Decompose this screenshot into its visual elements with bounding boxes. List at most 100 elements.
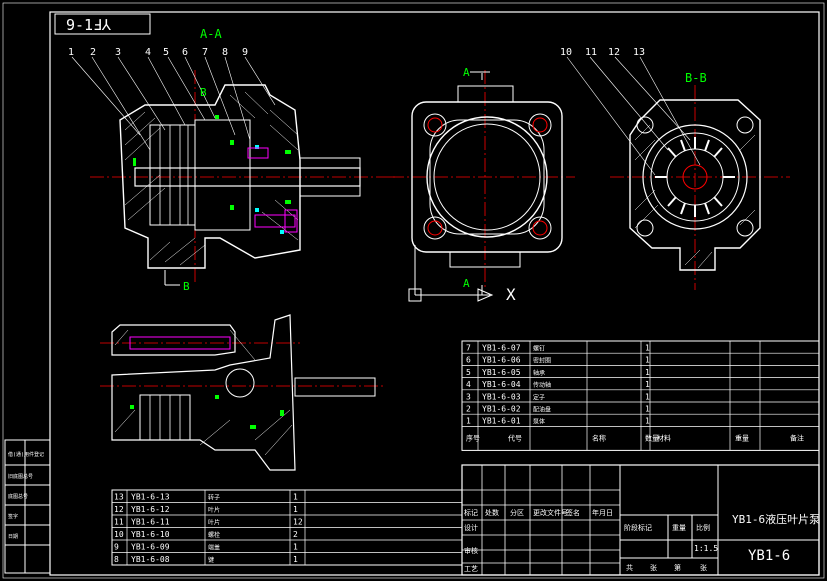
title-block-stage-label: 阶段标记 <box>624 523 652 532</box>
parts-upper-header-cell: 材料 <box>657 433 671 442</box>
parts-lower-row-name: 螺栓 <box>208 531 220 539</box>
parts-upper-row-name: 传动轴 <box>533 381 551 389</box>
parts-lower-row-qty: 1 <box>293 493 298 502</box>
parts-upper-row-code: YB1-6-05 <box>482 368 521 377</box>
section-b-top: B <box>200 86 207 99</box>
parts-upper-row-name: 配油盘 <box>533 406 551 414</box>
parts-upper-row-no: 5 <box>466 368 471 377</box>
parts-lower-row-name: 叶片 <box>208 519 220 527</box>
parts-upper-row-code: YB1-6-02 <box>482 405 521 414</box>
parts-lower-row-qty: 1 <box>293 505 298 514</box>
parts-upper-header-cell: 重量 <box>735 434 749 442</box>
corner-code-text: 9-1Ⅎ⅄ <box>66 16 112 34</box>
parts-lower-row-name: 叶片 <box>208 506 220 514</box>
parts-upper-header-cell: 名称 <box>592 433 606 442</box>
title-block-name: YB1-6液压叶片泵 <box>732 512 820 526</box>
left-balloon-labels: 1 2 3 4 5 6 7 8 9 <box>68 47 248 58</box>
parts-lower-row-code: YB1-6-08 <box>131 555 170 564</box>
parts-upper-row-qty: 1 <box>645 405 650 414</box>
parts-lower-row-qty: 12 <box>293 518 303 527</box>
title-block-scale-label: 比例 <box>696 523 710 532</box>
title-block-sheet-unit1: 张 <box>650 563 657 572</box>
title-block-weight-label: 重量 <box>672 524 686 532</box>
corner-code-box <box>54 13 151 35</box>
balloon-1: 1 <box>68 47 74 58</box>
section-bb-label: B-B <box>685 71 707 85</box>
parts-upper-row-no: 6 <box>466 356 471 365</box>
balloon-13: 13 <box>633 47 645 58</box>
parts-upper-row-qty: 1 <box>645 344 650 353</box>
parts-lower-row-code: YB1-6-10 <box>131 530 170 539</box>
parts-upper-row-name: 泵体 <box>533 418 545 426</box>
parts-lower-row-name: 转子 <box>208 494 220 502</box>
parts-upper-header-cell: 序号 <box>466 433 480 442</box>
left-margin-strip <box>4 439 51 574</box>
parts-upper-row-name: 定子 <box>533 393 545 401</box>
left-strip-label: 底图总号 <box>8 493 28 500</box>
left-section-view <box>71 56 395 285</box>
parts-upper-row-code: YB1-6-06 <box>482 356 521 365</box>
right-balloon-labels: 10 11 12 13 <box>560 47 645 58</box>
parts-upper-row-code: YB1-6-01 <box>482 417 521 426</box>
parts-lower-row-name: 键 <box>208 556 214 564</box>
title-block-drawing-no: YB1-6 <box>748 548 790 564</box>
parts-lower-row-no: 9 <box>114 543 119 552</box>
parts-upper-row-no: 4 <box>466 380 471 389</box>
parts-upper-row-no: 2 <box>466 405 471 414</box>
parts-lower-row-no: 12 <box>114 505 124 514</box>
balloon-9: 9 <box>242 47 248 58</box>
parts-upper-row-no: 7 <box>466 344 471 353</box>
title-block-label-design: 设计 <box>464 523 478 532</box>
parts-lower-row-qty: 1 <box>293 555 298 564</box>
parts-lower-row-code: YB1-6-12 <box>131 505 170 514</box>
parts-lower-row-qty: 1 <box>293 543 298 552</box>
balloon-10: 10 <box>560 47 572 58</box>
balloon-11: 11 <box>585 47 597 58</box>
parts-upper-row-code: YB1-6-03 <box>482 392 521 401</box>
parts-upper-row-no: 3 <box>466 392 471 401</box>
balloon-8: 8 <box>222 47 228 58</box>
title-block-label-review: 审核 <box>464 546 478 555</box>
middle-front-view <box>390 70 575 302</box>
right-section-view <box>566 56 790 290</box>
section-aa-label: A-A <box>200 27 222 41</box>
balloon-12: 12 <box>608 47 620 58</box>
parts-upper-header-cell: 代号 <box>508 433 522 442</box>
title-block-label-zone: 分区 <box>510 508 524 517</box>
title-block-sheet-no: 第 <box>674 563 681 572</box>
parts-upper-row-name: 密封圈 <box>533 357 551 365</box>
parts-lower-row-qty: 2 <box>293 530 298 539</box>
parts-upper-row-no: 1 <box>466 417 471 426</box>
bottom-top-view <box>100 314 385 471</box>
left-strip-label: 签字 <box>8 513 18 520</box>
title-block-scale: 1:1.5 <box>694 544 718 553</box>
parts-upper-row-qty: 1 <box>645 417 650 426</box>
parts-upper-row-qty: 1 <box>645 392 650 401</box>
parts-upper-header-cell: 备注 <box>790 433 804 442</box>
left-strip-label: 借(通)用件登记 <box>8 451 44 458</box>
balloon-6: 6 <box>182 47 188 58</box>
parts-lower-row-no: 8 <box>114 555 119 564</box>
parts-upper-row-qty: 1 <box>645 380 650 389</box>
balloon-5: 5 <box>163 47 169 58</box>
parts-lower-row-code: YB1-6-13 <box>131 493 170 502</box>
drawing-border <box>49 11 820 576</box>
title-block-label-sign: 签名 <box>566 508 580 517</box>
section-a-bottom-mid: A <box>463 277 470 290</box>
title-block-label-date: 年月日 <box>592 508 613 517</box>
parts-upper-row-name: 轴承 <box>533 369 545 377</box>
parts-upper-row-code: YB1-6-07 <box>482 344 521 353</box>
parts-lower-row-code: YB1-6-11 <box>131 518 170 527</box>
parts-lower-row-code: YB1-6-09 <box>131 543 170 552</box>
parts-lower-row-no: 13 <box>114 493 124 502</box>
title-block-label-change: 更改文件号 <box>533 508 568 517</box>
title-block-label-mark: 标记 <box>464 508 478 517</box>
left-strip-label: 旧底图总号 <box>8 473 33 480</box>
title-block-sheet-unit2: 张 <box>700 563 707 572</box>
parts-upper-row-qty: 1 <box>645 368 650 377</box>
left-strip-label: 日期 <box>8 534 18 540</box>
